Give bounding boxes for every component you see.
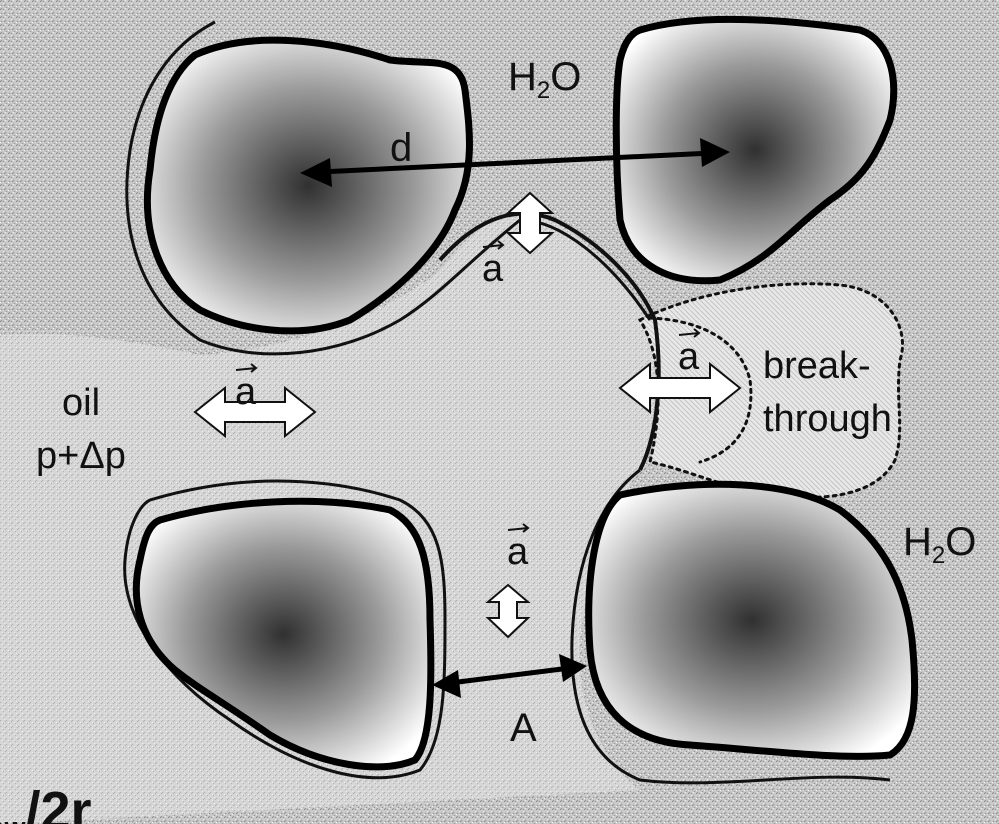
distance-d-line [319, 150, 713, 175]
distance-A-line [449, 665, 571, 686]
bubble-inner-edge [648, 316, 753, 464]
label-breakthrough-2: through [763, 398, 892, 440]
label-vector-a-breakthrough: a [678, 336, 700, 378]
label-vector-a-left: a [235, 371, 257, 413]
label-water-right: H2O [903, 520, 977, 570]
distance-d-arrowhead-right [700, 138, 730, 167]
oil-water-interface [438, 211, 661, 471]
grain-bottom-right [585, 480, 919, 760]
formula-fragment: ow/2r [0, 781, 92, 824]
label-oil: oil [62, 382, 101, 424]
distance-A-arrowhead-left [432, 670, 461, 698]
label-vector-a-top: a [482, 248, 504, 290]
distance-d-arrowhead-left [300, 158, 332, 187]
label-distance-d: d [390, 126, 413, 170]
double-arrow-breakthrough [618, 361, 742, 415]
label-breakthrough-1: break- [763, 345, 871, 387]
water-film-bottom-left [123, 479, 447, 780]
grain-bottom-left [132, 497, 435, 771]
water-film-bottom-right [570, 468, 891, 785]
label-vector-a-bottom: a [507, 531, 529, 573]
double-arrow-vertical-bottom [485, 583, 531, 639]
grain-top-right [612, 15, 898, 285]
label-distance-A: A [510, 706, 537, 750]
label-pressure: p+Δp [36, 435, 126, 477]
label-water-top: H2O [508, 55, 582, 105]
distance-A-arrowhead-right [559, 654, 587, 682]
breakthrough-bubble [637, 282, 904, 499]
double-arrow-vertical-top [505, 191, 555, 255]
grain-top-left [143, 36, 473, 335]
vector-marks [235, 240, 701, 533]
double-arrow-left [193, 385, 317, 439]
